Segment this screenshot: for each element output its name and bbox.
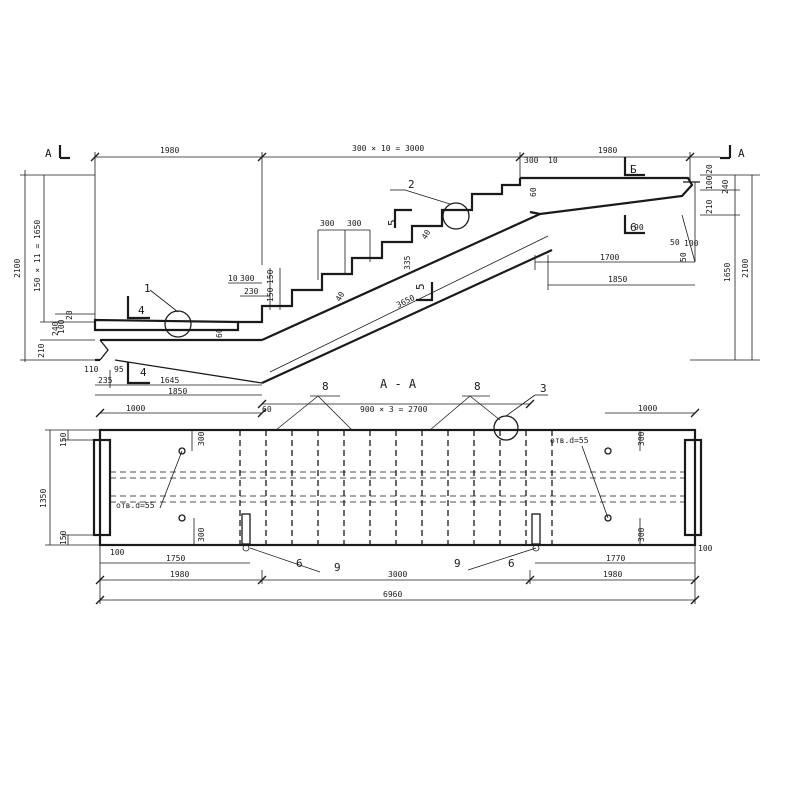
- dim-50b: 50: [679, 252, 688, 262]
- dim-right-height: 2100: [741, 259, 750, 278]
- dim-335: 335: [403, 255, 412, 270]
- cut-5-top: 5: [386, 219, 399, 226]
- plan-view: [45, 394, 703, 605]
- dim-top-300: 300: [524, 156, 539, 165]
- dim-r20: 20: [705, 164, 714, 174]
- dim-235: 235: [98, 376, 113, 385]
- dim-left-height: 2100: [13, 259, 22, 278]
- dim-plan-150-bot: 150: [59, 530, 68, 545]
- callout-6: 6: [296, 557, 303, 570]
- dim-1700: 1700: [600, 253, 619, 262]
- callout-9b: 9: [454, 557, 461, 570]
- cut-a-right: А: [738, 147, 745, 160]
- cut-6: 6: [630, 221, 637, 234]
- dim-r240: 240: [721, 179, 730, 194]
- dim-step-300c: 300: [240, 274, 255, 283]
- dim-1850r: 1850: [608, 275, 627, 284]
- dim-plan-right-1000: 1000: [638, 404, 657, 413]
- dim-plan-1980-right: 1980: [603, 570, 622, 579]
- dim-top-left: 1980: [160, 146, 179, 155]
- callout-1: 1: [144, 282, 151, 295]
- dim-plan-1980-left: 1980: [170, 570, 189, 579]
- dim-plan-100-left: 100: [110, 548, 125, 557]
- hole-label-left: отв.d=55: [116, 501, 155, 510]
- dim-l20: 20: [65, 310, 74, 320]
- dim-plan-3000: 3000: [388, 570, 407, 579]
- dim-r210: 210: [705, 199, 714, 214]
- callout-8a: 8: [322, 380, 329, 393]
- dim-plan-1770: 1770: [606, 554, 625, 563]
- cut-a-left: А: [45, 147, 52, 160]
- cut-5-bottom: 5: [414, 283, 427, 290]
- plan-dimensions: А - А 1000 1000 900 × 3 = 2700 60 1350 1…: [39, 377, 713, 599]
- dim-plan-300a: 300: [197, 431, 206, 446]
- dim-60b: 60: [215, 328, 224, 338]
- dim-left-riser: 150 × 11 = 1650: [33, 220, 42, 292]
- dim-step-300b: 300: [347, 219, 362, 228]
- dim-top-mid: 300 × 10 = 3000: [352, 144, 424, 153]
- callout-8b: 8: [474, 380, 481, 393]
- dim-1645: 1645: [160, 376, 179, 385]
- dim-plan-1350: 1350: [39, 489, 48, 508]
- dim-l210: 210: [37, 343, 46, 358]
- dim-plan-100-right: 100: [698, 544, 713, 553]
- dim-plan-300b: 300: [197, 527, 206, 542]
- cut-b-top: Б: [630, 163, 637, 176]
- dim-l240: 240: [51, 321, 60, 336]
- callout-9a: 9: [334, 561, 341, 574]
- dim-95: 95: [114, 365, 124, 374]
- dim-40a: 40: [334, 290, 347, 303]
- dim-step-10: 10: [228, 274, 238, 283]
- dim-step-300a: 300: [320, 219, 335, 228]
- dim-60: 60: [529, 187, 538, 197]
- dim-plan-1750: 1750: [166, 554, 185, 563]
- callout-3: 3: [540, 382, 547, 395]
- dim-top-10: 10: [548, 156, 558, 165]
- dim-plan-60: 60: [262, 405, 272, 414]
- dim-plan-left-1000: 1000: [126, 404, 145, 413]
- hole-label-right: отв.d=55: [550, 436, 589, 445]
- elevation-view: [20, 145, 760, 396]
- dim-plan-300c: 300: [637, 431, 646, 446]
- dim-step-150b: 150: [266, 269, 275, 284]
- section-aa-title: А - А: [380, 377, 417, 391]
- dim-110: 110: [84, 365, 99, 374]
- cut-4-top: 4: [138, 304, 145, 317]
- dim-plan-mid: 900 × 3 = 2700: [360, 405, 428, 414]
- dim-100: 100: [684, 239, 699, 248]
- dim-plan-150-top: 150: [59, 432, 68, 447]
- dim-plan-300d: 300: [637, 527, 646, 542]
- dim-plan-6960: 6960: [383, 590, 402, 599]
- dim-step-150a: 150: [266, 287, 275, 302]
- callout-2: 2: [408, 178, 415, 191]
- dim-50: 50: [670, 238, 680, 247]
- dim-40b: 40: [420, 228, 433, 241]
- dim-l100: 100: [57, 319, 66, 334]
- dim-top-right: 1980: [598, 146, 617, 155]
- elevation-dimensions: 1980 300 × 10 = 3000 1980 300 10 2100 15…: [13, 144, 750, 396]
- dim-3650: 3650: [395, 293, 416, 310]
- plan-step-lines: [239, 430, 553, 545]
- dim-1850l: 1850: [168, 387, 187, 396]
- dim-90: 90: [634, 223, 644, 232]
- cut-4-bottom: 4: [140, 366, 147, 379]
- dim-r100: 100: [705, 175, 714, 190]
- dim-step-230: 230: [244, 287, 259, 296]
- dim-right-1650: 1650: [723, 263, 732, 282]
- callout-6b: 6: [508, 557, 515, 570]
